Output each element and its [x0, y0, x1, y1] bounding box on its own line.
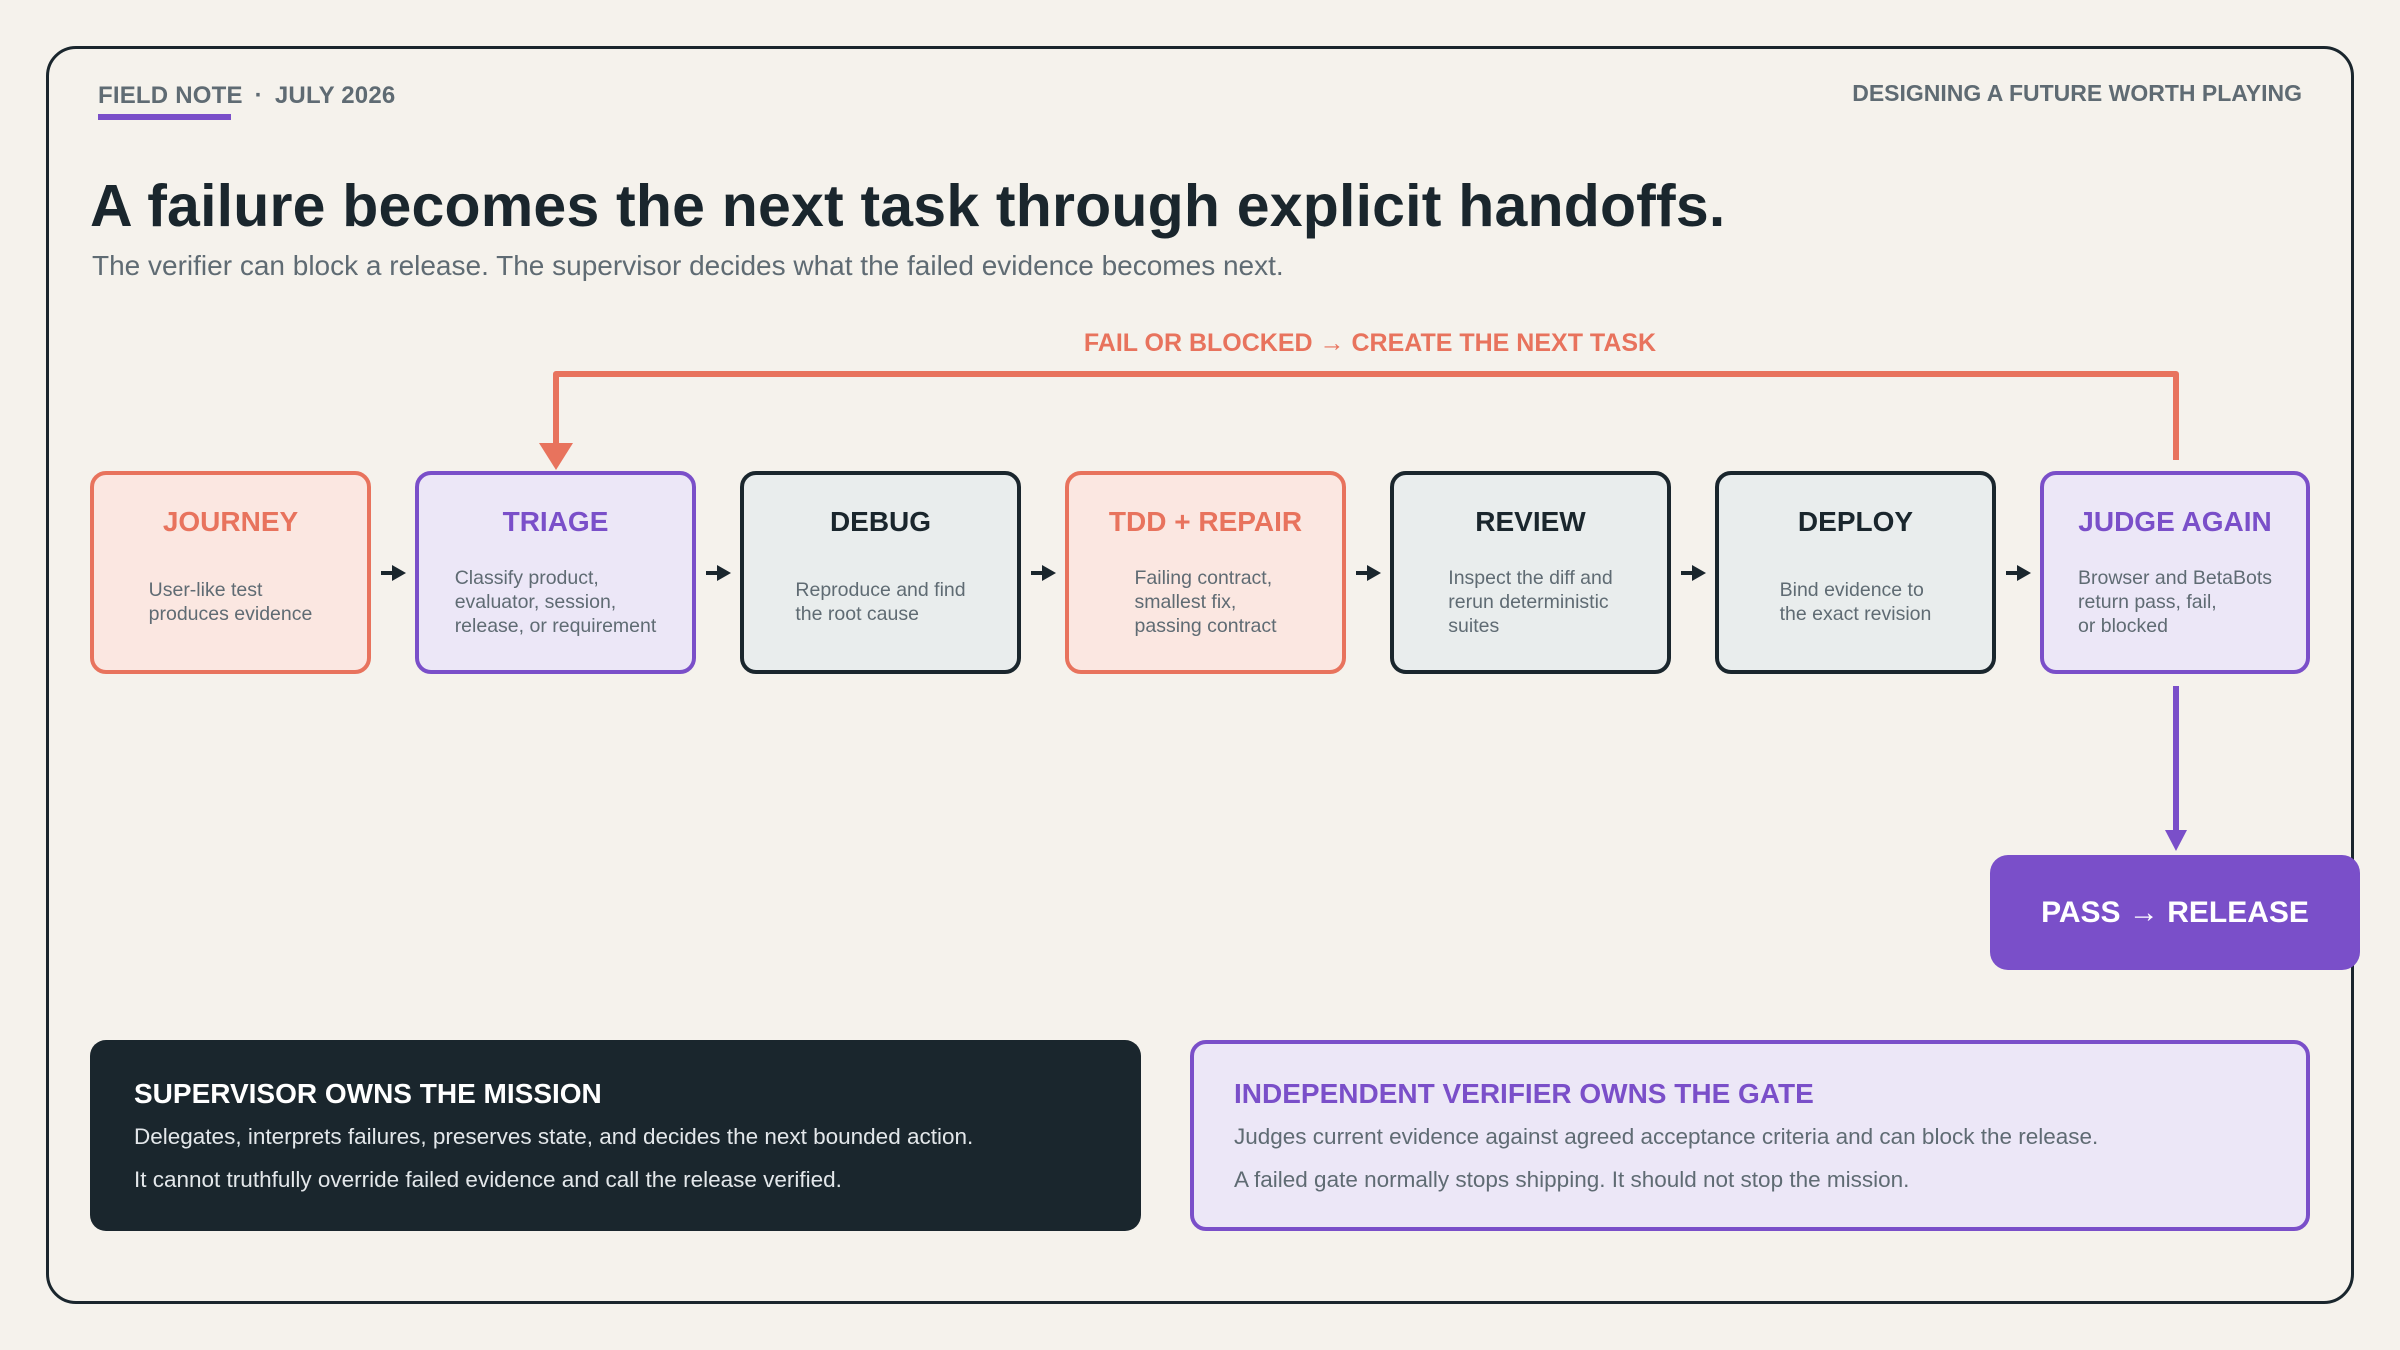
- card-title: SUPERVISOR OWNS THE MISSION: [134, 1078, 602, 1109]
- kicker-separator: ·: [254, 82, 263, 109]
- step-title: JUDGE AGAIN: [2078, 506, 2272, 537]
- pass-release-node: PASS → RELEASE: [1990, 855, 2360, 970]
- release-arrowhead: [2165, 830, 2187, 851]
- series-title: DESIGNING A FUTURE WORTH PLAYING: [1852, 80, 2302, 106]
- step-arrows: [381, 565, 2031, 581]
- step-description: Bind evidence to the exact revision: [1779, 578, 1932, 625]
- card-text: Judges current evidence against agreed a…: [1234, 1124, 2099, 1149]
- step-title: JOURNEY: [162, 506, 299, 537]
- slide-frame: [46, 46, 2354, 1304]
- step-journey: JOURNEY User-like test produces evidence: [90, 471, 371, 674]
- feedback-loop-arrowhead: [539, 443, 573, 470]
- step-title: TDD + REPAIR: [1108, 506, 1303, 537]
- card-title: INDEPENDENT VERIFIER OWNS THE GATE: [1234, 1078, 1814, 1109]
- step-title: TRIAGE: [502, 506, 609, 537]
- step-arrow-head: [1692, 565, 1706, 581]
- step-arrow-head: [1367, 565, 1381, 581]
- kicker: FIELD NOTE · JULY 2026: [98, 82, 396, 120]
- step-arrow-head: [717, 565, 731, 581]
- step-title: DEPLOY: [1797, 506, 1914, 537]
- step-title: REVIEW: [1475, 506, 1586, 537]
- verifier-card: INDEPENDENT VERIFIER OWNS THE GATE Judge…: [1190, 1040, 2310, 1231]
- page-subtitle: The verifier can block a release. The su…: [92, 250, 1284, 281]
- card-text: A failed gate normally stops shipping. I…: [1234, 1167, 1910, 1192]
- step-description: User-like test produces evidence: [148, 578, 313, 625]
- page-title: A failure becomes the next task through …: [90, 173, 1726, 239]
- step-description: Reproduce and find the root cause: [795, 578, 966, 625]
- step-judge-again: JUDGE AGAIN Browser and BetaBots return …: [2040, 471, 2310, 674]
- step-description: Browser and BetaBots return pass, fail, …: [2077, 566, 2273, 637]
- card-text: Delegates, interprets failures, preserve…: [134, 1124, 974, 1149]
- step-arrow-head: [392, 565, 406, 581]
- step-title: DEBUG: [829, 506, 932, 537]
- step-debug: DEBUG Reproduce and find the root cause: [740, 471, 1021, 674]
- kicker-label: FIELD NOTE: [98, 82, 243, 120]
- kicker-date: JULY 2026: [274, 82, 396, 109]
- supervisor-card: SUPERVISOR OWNS THE MISSION Delegates, i…: [90, 1040, 1141, 1231]
- step-description: Classify product, evaluator, session, re…: [454, 566, 657, 637]
- step-review: REVIEW Inspect the diff and rerun determ…: [1390, 471, 1671, 674]
- step-arrow-head: [1042, 565, 1056, 581]
- card-text: It cannot truthfully override failed evi…: [134, 1167, 842, 1192]
- step-description: Inspect the diff and rerun deterministic…: [1448, 566, 1613, 637]
- step-deploy: DEPLOY Bind evidence to the exact revisi…: [1715, 471, 1996, 674]
- feedback-loop-label: FAIL OR BLOCKED → CREATE THE NEXT TASK: [1083, 329, 1657, 357]
- step-arrow-head: [2017, 565, 2031, 581]
- feedback-loop-arrow: [553, 371, 2179, 460]
- step-tdd-repair: TDD + REPAIR Failing contract, smallest …: [1065, 471, 1346, 674]
- step-triage: TRIAGE Classify product, evaluator, sess…: [415, 471, 696, 674]
- step-description: Failing contract, smallest fix, passing …: [1134, 566, 1277, 637]
